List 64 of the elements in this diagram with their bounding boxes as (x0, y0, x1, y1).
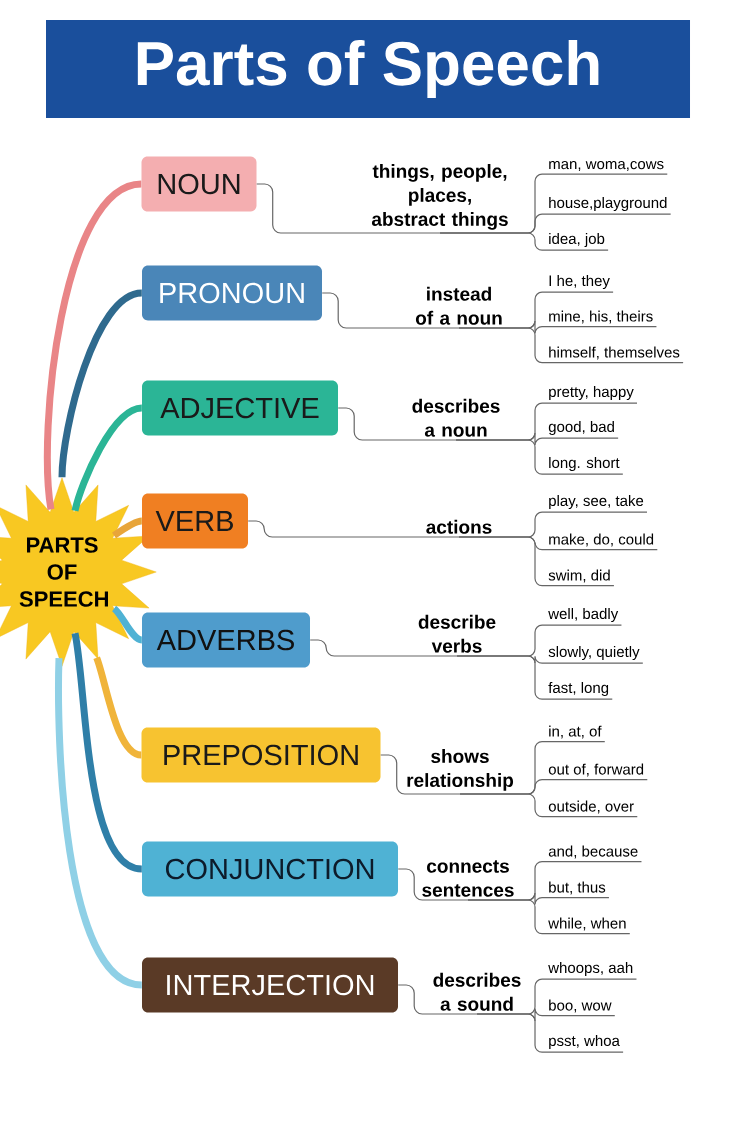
example-text: idea, job (549, 233, 605, 247)
branch-line (58, 289, 143, 478)
example-text: house,playground (549, 197, 667, 211)
example-text: in, at, of (549, 725, 602, 739)
description-text: shows relationship (407, 749, 514, 791)
branch-line (111, 605, 143, 644)
example-text: good, bad (548, 421, 614, 435)
category-box: ADVERBS (142, 612, 310, 668)
connector-line (309, 639, 458, 657)
description-text: describes a noun (412, 398, 500, 437)
connector-line (459, 793, 638, 818)
example-text: mine, his, theirs (549, 310, 653, 324)
example-text: well, badly (548, 608, 619, 622)
title-banner: Parts of Speech (46, 20, 690, 118)
example-text: play, see, take (549, 495, 644, 509)
connector-line (321, 292, 460, 329)
example-text: himself, themselves (549, 346, 680, 360)
category-box: PREPOSITION (141, 727, 381, 783)
example-text: long. short (549, 457, 620, 471)
category-box: VERB (142, 493, 248, 549)
category-box: PRONOUN (142, 265, 322, 321)
example-text: but, thus (549, 881, 606, 895)
example-text: while, when (548, 917, 626, 931)
example-text: I he, they (549, 275, 610, 289)
branch-line (43, 180, 143, 510)
description-text: describes a sound (433, 972, 521, 1011)
description-text: connects sentences (422, 860, 514, 897)
connector-line (337, 407, 457, 441)
example-text: whoops, aah (548, 962, 633, 976)
connector-line (380, 754, 461, 795)
example-text: and, because (548, 845, 638, 859)
category-box: CONJUNCTION (142, 841, 398, 897)
example-text: swim, did (548, 569, 610, 583)
connector-line (397, 868, 469, 901)
connector-line (467, 899, 631, 935)
example-text: pretty, happy (549, 386, 634, 400)
example-text: man, woma,cows (549, 161, 664, 171)
branch-line (71, 404, 143, 512)
description-text: actions (426, 519, 492, 534)
connector-line (456, 655, 613, 700)
branch-line (71, 632, 143, 873)
connector-line (458, 327, 684, 364)
description-text: things, people, places, abstract things (371, 164, 508, 230)
connector-line (439, 232, 609, 251)
connector-line (256, 183, 441, 234)
description-text: instead of a noun (415, 286, 502, 325)
example-text: boo, wow (549, 999, 612, 1013)
connector-line (455, 439, 624, 475)
connector-line (397, 984, 478, 1015)
example-text: make, do, could (549, 533, 654, 547)
connector-line (247, 520, 460, 538)
category-box: NOUN (141, 156, 257, 212)
connector-line (476, 1013, 624, 1053)
example-text: psst, whoa (549, 1035, 620, 1049)
category-box: ADJECTIVE (142, 380, 338, 436)
description-text: describe verbs (418, 614, 496, 653)
example-text: out of, forward (548, 763, 644, 777)
example-text: fast, long (548, 682, 609, 696)
connector-line (458, 536, 615, 587)
example-text: outside, over (548, 800, 634, 814)
starburst: PARTS OF SPEECH (0, 477, 157, 667)
branch-line (112, 517, 143, 539)
example-text: slowly, quietly (548, 646, 640, 660)
category-box: INTERJECTION (142, 957, 398, 1013)
